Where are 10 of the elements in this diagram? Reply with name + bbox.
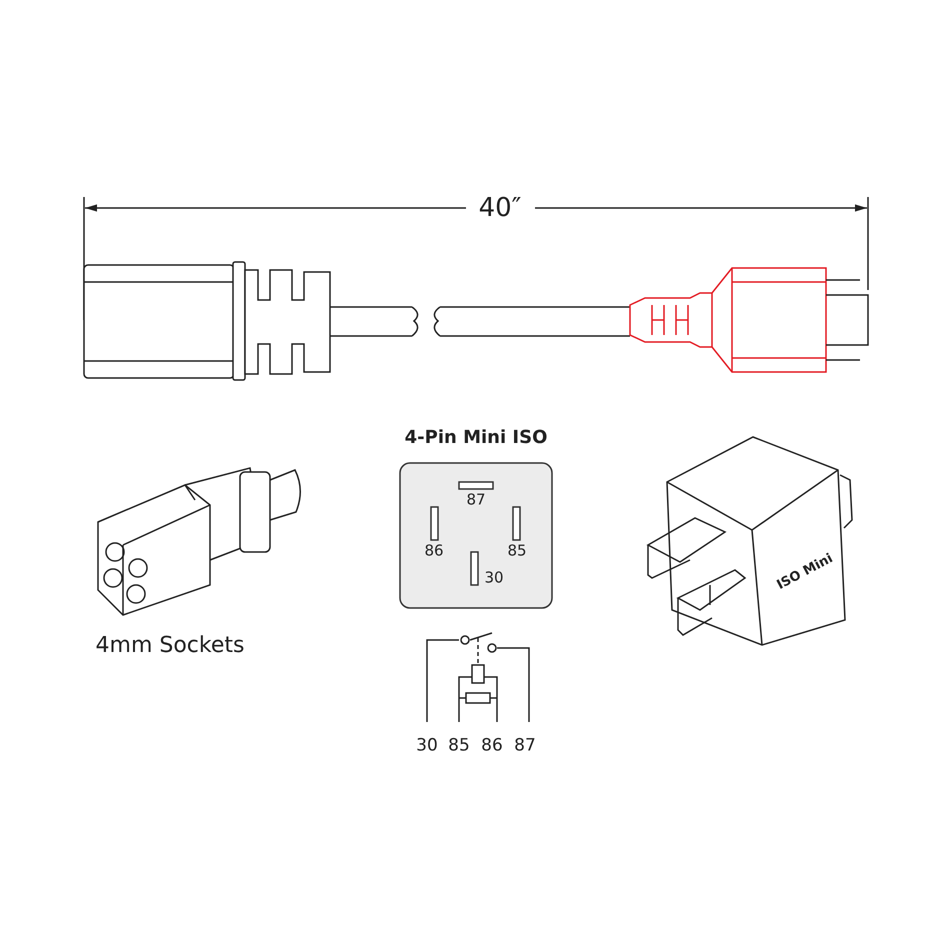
pin-number: 87 <box>514 738 536 754</box>
pin-number: 86 <box>481 738 503 754</box>
pinout-title: 4-Pin Mini ISO <box>404 429 548 447</box>
pin-number: 87 <box>466 492 486 508</box>
connector-caption: 4mm Sockets <box>96 635 244 657</box>
pin-number: 85 <box>448 738 470 754</box>
pin-number: 86 <box>424 544 444 558</box>
pin-number: 30 <box>416 738 438 754</box>
pin-number: 30 <box>484 570 504 586</box>
pin-number: 85 <box>507 544 527 558</box>
